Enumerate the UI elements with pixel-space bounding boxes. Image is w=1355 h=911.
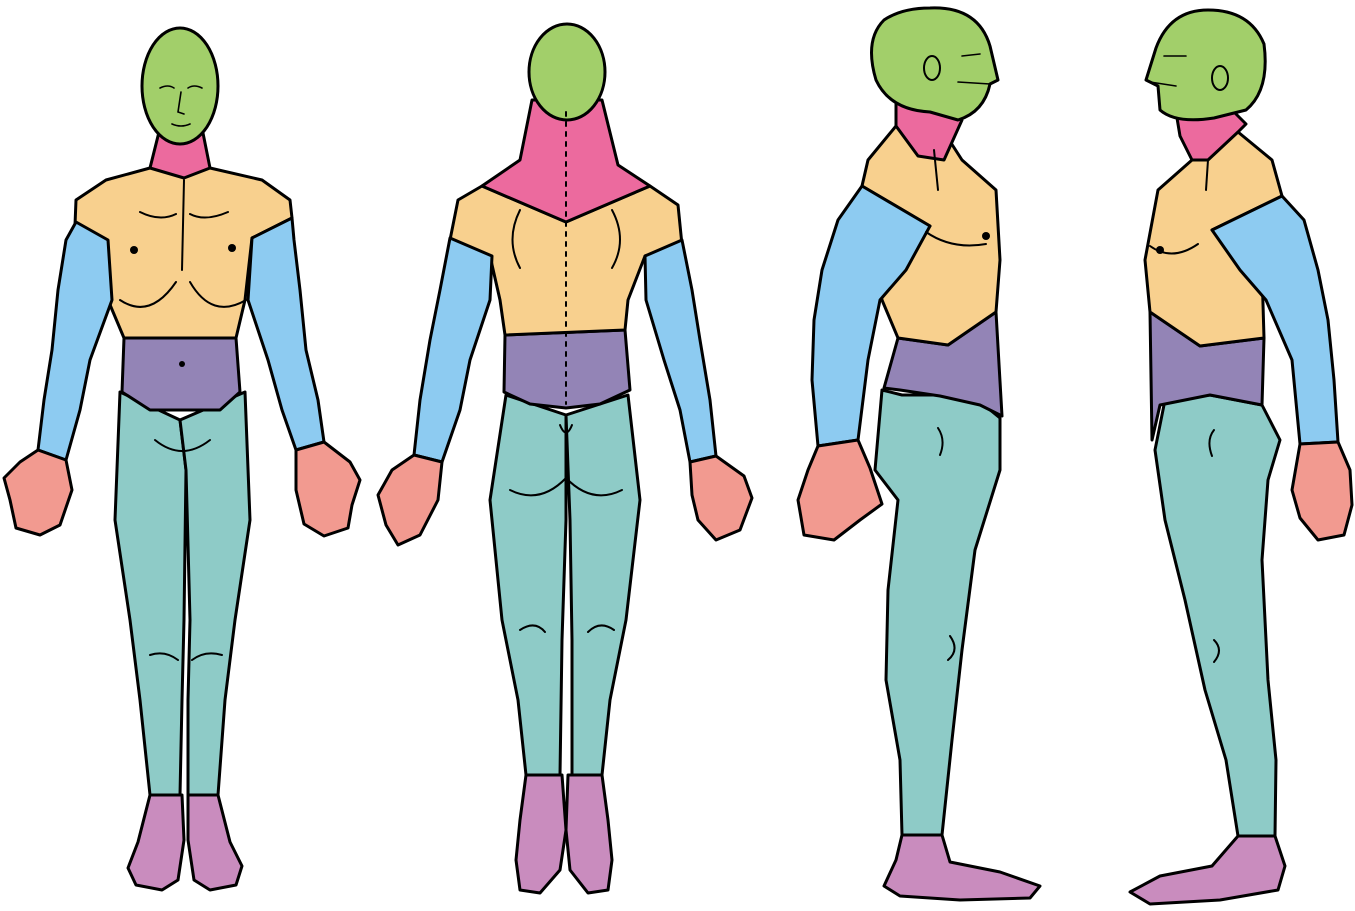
back-left-hand[interactable] bbox=[378, 455, 442, 545]
back-right-arm[interactable] bbox=[645, 240, 716, 462]
front-right-arm[interactable] bbox=[248, 218, 324, 450]
front-abdomen[interactable] bbox=[122, 338, 240, 410]
back-right-leg[interactable] bbox=[566, 395, 640, 775]
back-left-arm[interactable] bbox=[414, 238, 492, 462]
rside-hand[interactable] bbox=[798, 440, 882, 540]
front-right-hand[interactable] bbox=[296, 442, 360, 536]
front-left-leg[interactable] bbox=[115, 392, 186, 795]
front-right-foot[interactable] bbox=[188, 795, 242, 890]
back-head[interactable] bbox=[529, 24, 605, 120]
back-right-hand[interactable] bbox=[690, 456, 752, 540]
back-right-foot[interactable] bbox=[566, 775, 612, 893]
rside-leg[interactable] bbox=[875, 390, 1000, 835]
front-left-hand[interactable] bbox=[4, 450, 72, 535]
lside-hand[interactable] bbox=[1292, 442, 1352, 540]
front-left-arm[interactable] bbox=[38, 222, 112, 460]
lside-foot[interactable] bbox=[1130, 836, 1285, 904]
rside-foot[interactable] bbox=[884, 835, 1040, 900]
figure-front bbox=[4, 28, 360, 890]
back-left-foot[interactable] bbox=[516, 775, 566, 893]
lside-leg[interactable] bbox=[1155, 395, 1280, 836]
figure-left-side bbox=[1130, 10, 1352, 904]
front-right-leg[interactable] bbox=[180, 392, 250, 795]
lside-head[interactable] bbox=[1146, 10, 1265, 120]
front-left-foot[interactable] bbox=[128, 795, 184, 890]
back-left-leg[interactable] bbox=[490, 395, 566, 775]
figure-back bbox=[378, 24, 752, 893]
back-lower-back[interactable] bbox=[504, 330, 630, 408]
figure-right-side bbox=[798, 8, 1040, 900]
rside-head[interactable] bbox=[872, 8, 999, 120]
